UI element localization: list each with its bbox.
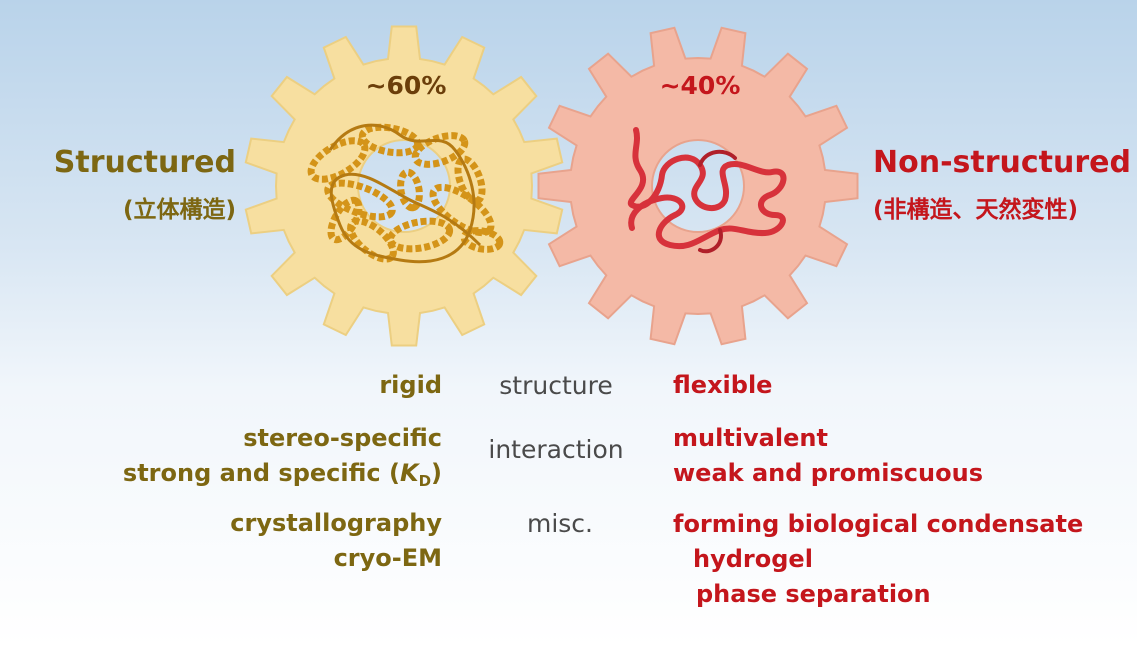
nonstructured-percent: ~40%	[659, 71, 741, 100]
protein-chain	[627, 127, 787, 250]
kd-symbol: K	[399, 459, 419, 487]
protein-coil	[328, 123, 482, 264]
interaction-category: interaction	[488, 435, 624, 464]
kd-suffix: )	[431, 459, 442, 487]
nonstructured-title: Non-structured	[873, 145, 1131, 180]
protein-helix	[411, 132, 469, 168]
kd-prefix: strong and specific (	[122, 459, 400, 487]
interaction-left-line1: stereo-specific	[243, 424, 442, 452]
structure-left-value: rigid	[379, 371, 442, 399]
structured-percent: ~60%	[365, 71, 447, 100]
disordered-protein-icon	[627, 127, 787, 254]
interaction-left-line2: strong and specific (KD)	[2, 456, 442, 499]
nonstructured-gear-shape	[537, 26, 859, 346]
structured-title: Structured	[53, 145, 236, 180]
folded-protein-icon	[307, 123, 504, 264]
structured-gear-shape	[244, 25, 564, 347]
interaction-right: multivalent weak and promiscuous	[673, 421, 1113, 491]
misc-right-line2: hydrogel	[693, 545, 813, 573]
protein-helix	[460, 227, 504, 253]
structure-left: rigid	[2, 368, 442, 403]
nonstructured-subtitle: (非構造、天然変性)	[873, 197, 1079, 223]
protein-helix	[454, 155, 486, 205]
interaction-left: stereo-specific strong and specific (KD)	[2, 421, 442, 499]
structured-subtitle: (立体構造)	[122, 197, 236, 223]
misc-category: misc.	[526, 509, 593, 538]
protein-helix	[347, 217, 397, 263]
kd-subscript: D	[418, 472, 432, 490]
misc-left-line2: cryo-EM	[333, 544, 442, 572]
misc-right-line3: phase separation	[696, 580, 931, 608]
misc-right-line1: forming biological condensate	[673, 510, 1084, 538]
nonstructured-gear	[537, 26, 859, 346]
protein-helix	[386, 217, 454, 253]
structure-category: structure	[499, 371, 613, 400]
protein-helix	[397, 168, 423, 212]
structure-right: flexible	[673, 368, 1113, 403]
misc-left-line1: crystallography	[230, 509, 442, 537]
interaction-right-line1: multivalent	[673, 424, 828, 452]
protein-helix	[358, 123, 422, 157]
structure-right-value: flexible	[673, 371, 773, 399]
misc-right: forming biological condensate hydrogel p…	[673, 507, 1113, 612]
misc-left: crystallography cryo-EM	[2, 506, 442, 576]
protein-chain-segment	[698, 149, 737, 254]
structured-gear	[244, 25, 564, 347]
interaction-right-line2: weak and promiscuous	[673, 459, 983, 487]
